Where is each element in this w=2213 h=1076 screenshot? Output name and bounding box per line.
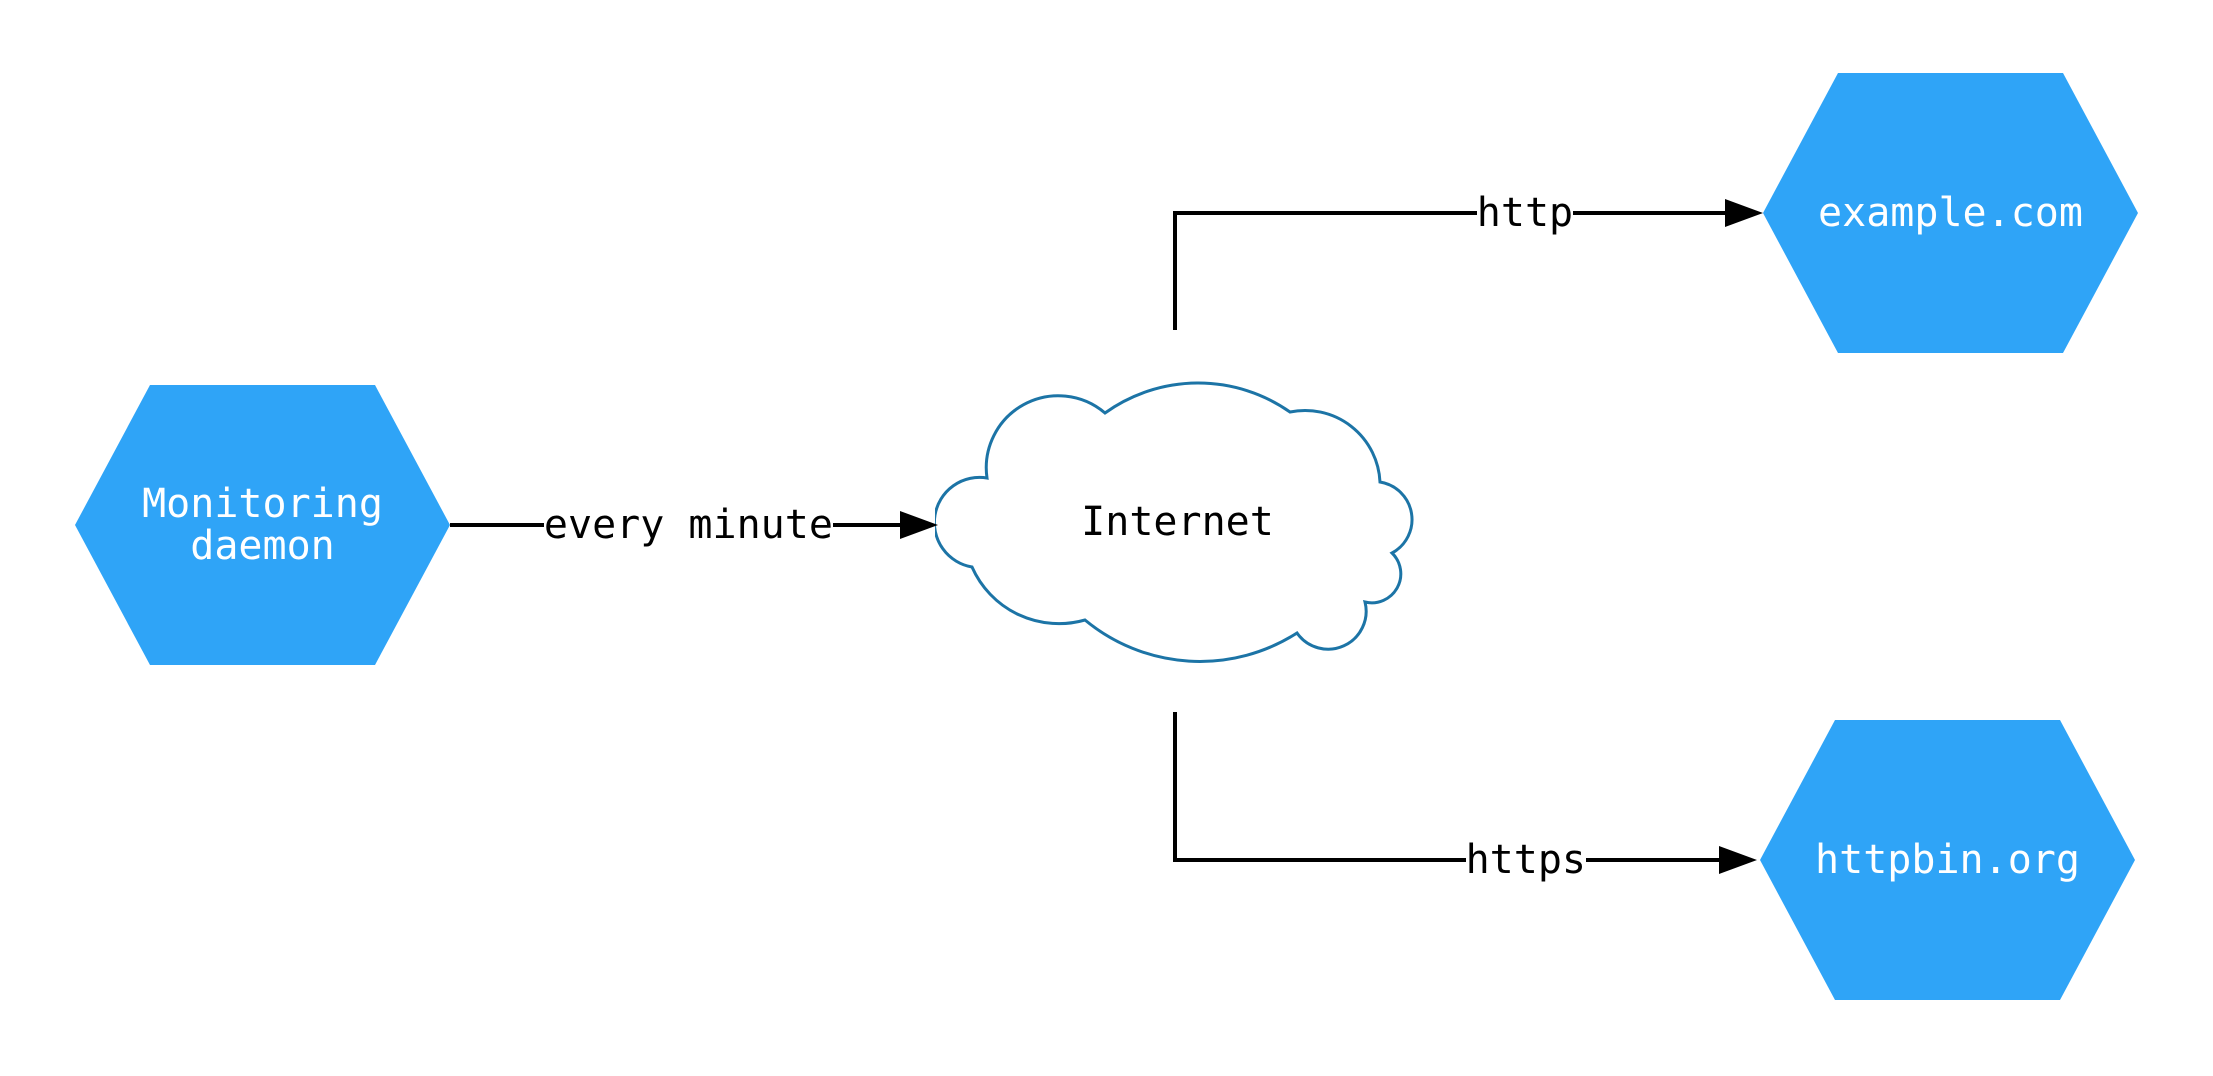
node-label-internet: Internet <box>1081 499 1274 546</box>
node-label-httpbin-org: httpbin.org <box>1815 836 2080 883</box>
edge-line <box>450 523 544 527</box>
node-monitoring-daemon: Monitoring daemon <box>75 385 450 665</box>
node-label-example-com: example.com <box>1818 189 2083 236</box>
cloud-shape <box>935 381 1414 663</box>
edge-https-vertical-line <box>1173 712 1177 862</box>
node-internet: Internet <box>935 380 1420 665</box>
arrowhead-icon <box>1719 846 1757 874</box>
node-label-monitoring-daemon: Monitoring daemon <box>142 480 383 569</box>
hexagon-shape <box>1760 720 2135 1000</box>
hexagon-shape <box>75 385 450 665</box>
edge-label-http: http <box>1476 190 1574 236</box>
edge-label-every-minute: every minute <box>543 502 833 548</box>
edge-line <box>1586 858 1719 862</box>
edge-label-https: https <box>1465 837 1586 883</box>
hexagon-shape <box>1763 73 2138 353</box>
edge-http-vertical-line <box>1173 211 1177 330</box>
edge-line <box>1573 211 1725 215</box>
arrowhead-icon <box>1725 199 1763 227</box>
node-example-com: example.com <box>1763 73 2138 353</box>
node-httpbin-org: httpbin.org <box>1760 720 2135 1000</box>
edge-line <box>1173 858 1466 862</box>
edge-http: http <box>1173 185 1763 241</box>
edge-https: https <box>1173 832 1757 888</box>
edge-line <box>832 523 900 527</box>
edge-every-minute: every minute <box>450 497 938 553</box>
arrowhead-icon <box>900 511 938 539</box>
edge-line <box>1173 211 1477 215</box>
